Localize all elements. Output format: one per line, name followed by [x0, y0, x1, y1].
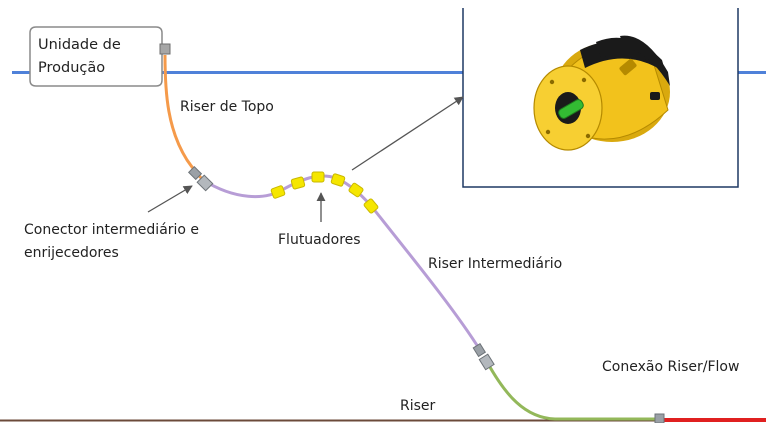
float-icon: [290, 176, 306, 190]
label-riser-de-topo: Riser de Topo: [180, 99, 274, 115]
production-unit-line2: Produção: [38, 60, 106, 76]
connector-icon: [472, 343, 495, 371]
connector-icon: [187, 165, 214, 192]
unit-hangoff-icon: [159, 43, 171, 55]
label-flutuadores: Flutuadores: [278, 232, 361, 248]
float-icon: [330, 173, 346, 187]
floats-group: [270, 171, 379, 214]
label-conexao-riser-flow: Conexão Riser/Flow: [602, 359, 739, 375]
arrow-to-inset: [351, 96, 464, 171]
label-conector-line2: enrijecedores: [24, 245, 119, 261]
buoyancy-module-icon: [533, 35, 670, 151]
production-unit-box: [29, 26, 163, 87]
label-conector-line1: Conector intermediário e: [24, 222, 199, 238]
arrow-to-connector: [147, 185, 193, 213]
production-unit-label: Unidade de Produção: [38, 34, 158, 80]
float-icon: [270, 185, 286, 199]
label-riser: Riser: [400, 398, 436, 414]
production-unit-line1: Unidade de: [38, 37, 121, 53]
riser-bottom-segment: [484, 359, 660, 421]
label-riser-intermediario: Riser Intermediário: [428, 256, 562, 272]
float-icon: [363, 198, 379, 214]
riser-flow-connection-icon: [654, 413, 665, 423]
float-icon: [348, 182, 364, 198]
float-icon: [311, 171, 325, 183]
